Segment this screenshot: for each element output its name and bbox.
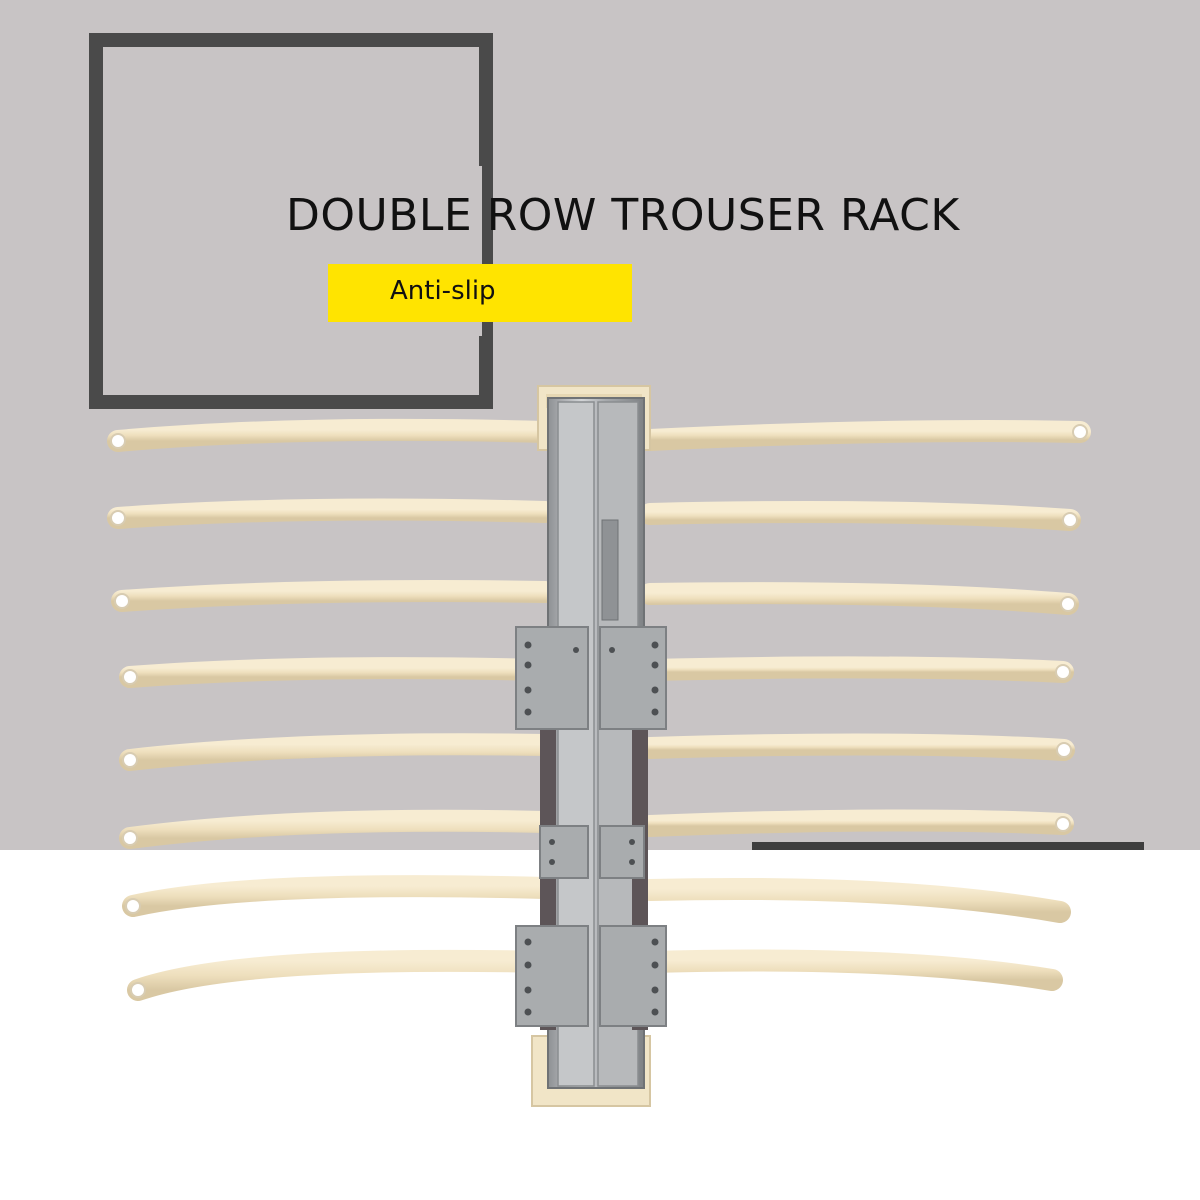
mounting-bracket-icon xyxy=(599,825,645,879)
hanger-rod-icon xyxy=(119,809,556,849)
hanger-rod-icon xyxy=(107,418,556,452)
hanger-rod-icon xyxy=(122,875,556,917)
feature-badge-label: Anti-slip xyxy=(390,276,496,306)
hanger-rod-icon xyxy=(639,949,1063,991)
bracket-holes xyxy=(524,641,659,1016)
hanger-rod-icon xyxy=(639,501,1081,531)
hanger-rod-icon xyxy=(639,877,1071,923)
hanger-rod-icon xyxy=(639,420,1091,451)
hanger-rod-icon xyxy=(639,733,1075,761)
feature-badge: Anti-slip xyxy=(328,264,632,322)
hanger-rod-icon xyxy=(639,656,1074,683)
shelf-edge-line xyxy=(752,842,1144,850)
hanger-rod-icon xyxy=(111,580,556,612)
hanger-rod-icon xyxy=(639,809,1074,837)
hanger-rod-icon xyxy=(127,949,556,1001)
hanger-rod-icon xyxy=(107,498,556,529)
product-title: DOUBLE ROW TROUSER RACK xyxy=(286,190,960,241)
hanger-rod-icon xyxy=(119,657,556,688)
hanger-rod-icon xyxy=(119,733,556,771)
left-hanger-rods xyxy=(107,418,556,1001)
rod-end-caps xyxy=(110,424,1088,998)
right-hanger-rods xyxy=(639,420,1091,991)
hanger-rod-icon xyxy=(639,582,1079,615)
mounting-bracket-icon xyxy=(539,825,589,879)
